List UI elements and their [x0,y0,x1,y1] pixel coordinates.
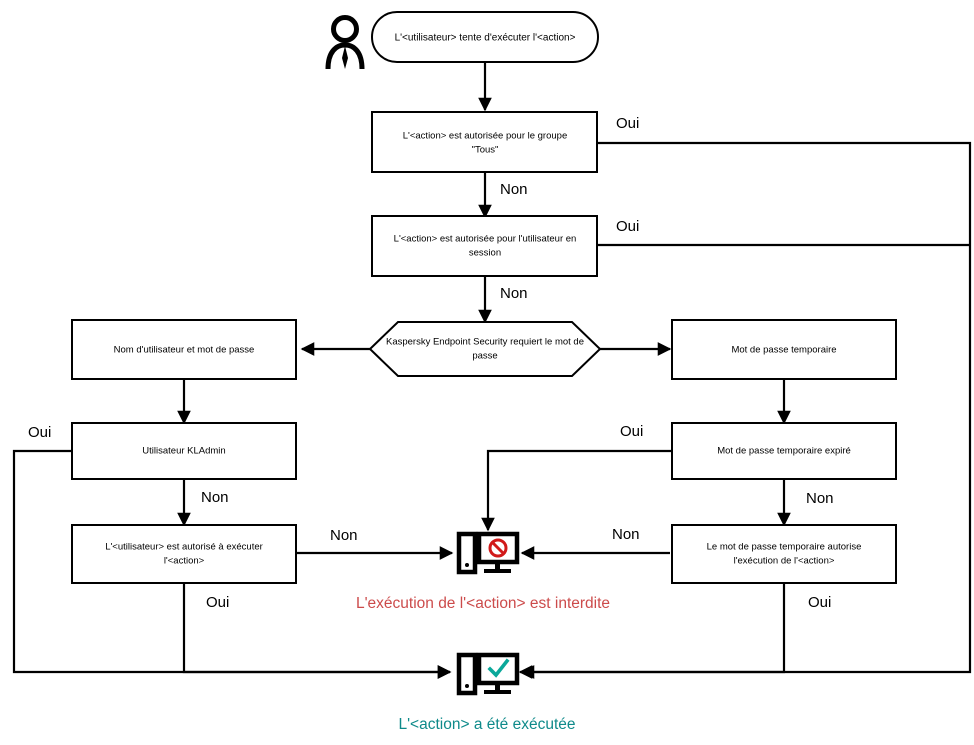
node-temp-password-label: Mot de passe temporaire [731,345,836,356]
node-session-user-label-line1: L'<action> est autorisée pour l'utilisat… [394,234,577,245]
allowed-caption: L'<action> a été exécutée [398,716,575,733]
edge-label-session-user-yes: Oui [616,218,639,235]
node-kes-requires-password-label-line2: passe [472,351,497,362]
node-user-authorized-label-line1: L'<utilisateur> est autorisé à exécuter [105,542,263,553]
person-icon [325,15,365,70]
edge-label-temp-authorizes-yes: Oui [808,594,831,611]
node-start-label: L'<utilisateur> tente d'exécuter l'<acti… [395,33,576,44]
node-group-all-label-line1: L'<action> est autorisée pour le groupe [403,131,567,142]
edge-label-temp-expired-yes: Oui [620,423,643,440]
edge-label-user-authorized-no: Non [330,527,358,544]
edge-temp-authorizes-yes [520,583,786,679]
edge-user-authorized-yes [182,583,452,679]
node-temp-password-expired-label: Mot de passe temporaire expiré [717,446,851,457]
node-temp-password[interactable]: Mot de passe temporaire [671,319,897,380]
node-temp-password-expired[interactable]: Mot de passe temporaire expiré [671,422,897,480]
edge-temp-expired-yes [481,449,671,532]
denied-caption: L'exécution de l'<action> est interdite [356,595,610,612]
node-kladmin-user-label: Utilisateur KLAdmin [142,446,225,457]
computer-denied-icon [456,531,520,575]
node-kladmin-user[interactable]: Utilisateur KLAdmin [71,422,297,480]
node-temp-password-authorizes[interactable]: Le mot de passe temporaire autorise l'ex… [671,524,897,584]
node-session-user-label-line2: session [469,248,501,259]
node-username-password[interactable]: Nom d'utilisateur et mot de passe [71,319,297,380]
edge-label-temp-expired-no: Non [806,490,834,507]
node-username-password-label: Nom d'utilisateur et mot de passe [114,345,255,356]
node-user-authorized[interactable]: L'<utilisateur> est autorisé à exécuter … [71,524,297,584]
edge-label-user-authorized-yes: Oui [206,594,229,611]
edge-label-kladmin-yes: Oui [28,424,51,441]
node-kes-requires-password[interactable]: Kaspersky Endpoint Security requiert le … [368,321,602,377]
edge-label-temp-authorizes-no: Non [612,526,640,543]
computer-allowed-icon [456,652,520,696]
node-session-user[interactable]: L'<action> est autorisée pour l'utilisat… [371,215,598,277]
node-group-all[interactable]: L'<action> est autorisée pour le groupe … [371,111,598,173]
edge-label-group-all-yes: Oui [616,115,639,132]
node-group-all-label-line2: "Tous" [472,145,499,156]
node-temp-password-authorizes-label-line1: Le mot de passe temporaire autorise [707,542,862,553]
node-kes-requires-password-label-line1: Kaspersky Endpoint Security requiert le … [386,337,584,348]
edge-label-group-all-no: Non [500,181,528,198]
edge-label-kladmin-no: Non [201,489,229,506]
node-temp-password-authorizes-label-line2: l'exécution de l'<action> [734,556,835,567]
node-user-authorized-label-line2: l'<action> [164,556,205,567]
node-start[interactable]: L'<utilisateur> tente d'exécuter l'<acti… [371,11,599,63]
edge-label-session-user-no: Non [500,285,528,302]
